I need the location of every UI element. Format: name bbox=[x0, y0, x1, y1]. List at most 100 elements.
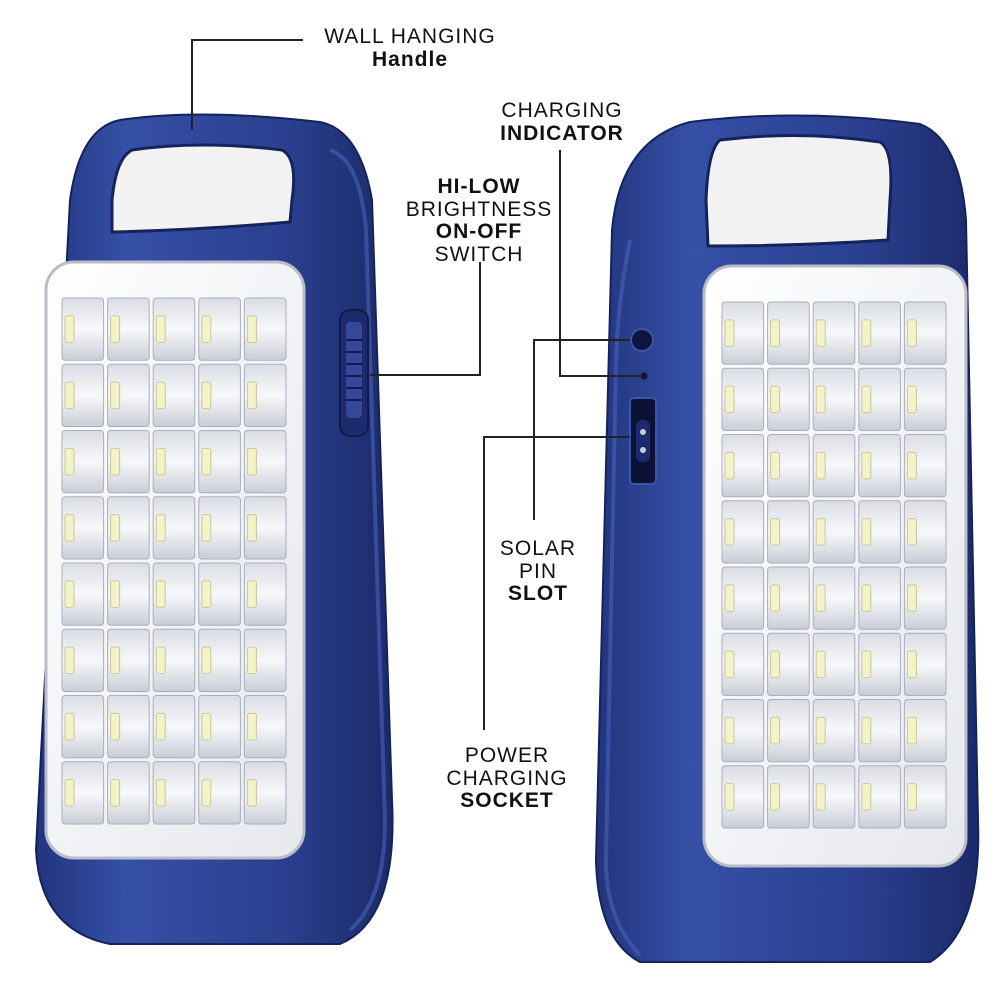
led-chip bbox=[861, 385, 872, 414]
led-chip bbox=[770, 650, 781, 679]
led-chip bbox=[110, 712, 121, 741]
led-cell bbox=[903, 566, 947, 630]
led-cell bbox=[903, 699, 947, 763]
label-line: SOLAR bbox=[499, 537, 577, 560]
led-cell bbox=[61, 297, 105, 361]
led-cell bbox=[858, 367, 901, 431]
led-chip bbox=[64, 381, 75, 410]
label-wall-hanging-handle: WALL HANGING Handle bbox=[300, 25, 520, 71]
led-cell bbox=[858, 301, 901, 365]
led-chip bbox=[246, 447, 257, 476]
label-line-bold: Handle bbox=[371, 47, 448, 71]
callout-line-handle bbox=[191, 39, 303, 130]
led-chip bbox=[246, 580, 257, 608]
led-chip bbox=[64, 514, 75, 542]
led-cell bbox=[767, 434, 810, 498]
lantern-front-view bbox=[34, 113, 394, 945]
led-chip bbox=[201, 580, 212, 608]
led-cell bbox=[107, 496, 150, 560]
led-chip bbox=[110, 580, 121, 608]
led-cell bbox=[767, 367, 810, 431]
led-chip bbox=[906, 650, 917, 679]
led-chip bbox=[110, 779, 121, 807]
led-chip bbox=[724, 650, 735, 679]
led-cell bbox=[721, 632, 765, 696]
label-line: CHARGING bbox=[501, 99, 623, 122]
led-chip bbox=[246, 514, 257, 542]
led-cell bbox=[198, 695, 241, 759]
led-cell bbox=[858, 632, 901, 696]
led-chip bbox=[724, 716, 735, 745]
led-cell bbox=[107, 297, 150, 361]
label-charging-indicator: CHARGING INDICATOR bbox=[482, 99, 642, 145]
led-chip bbox=[770, 584, 781, 612]
led-cell bbox=[152, 562, 196, 626]
label-line-bold: HI-LOW bbox=[437, 175, 521, 198]
led-cell bbox=[107, 695, 150, 759]
led-cell bbox=[812, 301, 856, 365]
led-cell bbox=[858, 500, 901, 564]
led-chip bbox=[815, 319, 826, 347]
led-cell bbox=[812, 500, 856, 564]
label-line-bold: INDICATOR bbox=[500, 121, 624, 145]
led-chip bbox=[246, 646, 257, 675]
label-line: BRIGHTNESS bbox=[405, 197, 553, 221]
led-chip bbox=[64, 580, 75, 608]
led-cell bbox=[61, 430, 105, 494]
label-line: PIN bbox=[518, 559, 557, 583]
led-chip bbox=[724, 783, 735, 811]
led-cell bbox=[107, 761, 150, 825]
led-chip bbox=[155, 447, 166, 476]
led-cell bbox=[767, 765, 810, 829]
led-cell bbox=[152, 628, 196, 692]
led-chip bbox=[64, 315, 75, 343]
led-cell bbox=[198, 363, 241, 427]
led-chip bbox=[64, 646, 75, 675]
led-chip bbox=[861, 451, 872, 480]
led-chip bbox=[155, 646, 166, 675]
led-chip bbox=[906, 716, 917, 745]
led-cell bbox=[152, 430, 196, 494]
led-cell bbox=[243, 496, 287, 560]
brightness-switch[interactable] bbox=[339, 309, 369, 437]
led-chip bbox=[861, 319, 872, 347]
led-chip bbox=[246, 779, 257, 807]
led-cell bbox=[721, 765, 765, 829]
led-chip bbox=[861, 783, 872, 811]
led-cell bbox=[812, 566, 856, 630]
led-chip bbox=[815, 385, 826, 414]
lantern-side-view bbox=[594, 114, 980, 963]
led-cell bbox=[812, 632, 856, 696]
led-chip bbox=[724, 584, 735, 612]
led-cell bbox=[903, 765, 947, 829]
led-chip bbox=[770, 518, 781, 546]
led-chip bbox=[110, 381, 121, 410]
led-chip bbox=[724, 518, 735, 546]
led-cell bbox=[243, 695, 287, 759]
led-cell bbox=[858, 434, 901, 498]
led-chip bbox=[246, 712, 257, 741]
led-chip bbox=[815, 650, 826, 679]
led-cell bbox=[198, 761, 241, 825]
led-chip bbox=[770, 783, 781, 811]
wall-hanging-handle bbox=[110, 143, 296, 234]
led-cell bbox=[721, 434, 765, 498]
label-brightness-switch: HI-LOW BRIGHTNESS ON-OFF SWITCH bbox=[394, 175, 564, 267]
led-chip bbox=[815, 451, 826, 480]
led-cell bbox=[767, 632, 810, 696]
led-cell bbox=[152, 496, 196, 560]
led-cell bbox=[721, 301, 765, 365]
label-line-bold: ON-OFF bbox=[435, 220, 523, 244]
led-cell bbox=[198, 297, 241, 361]
led-cell bbox=[198, 562, 241, 626]
led-chip bbox=[815, 584, 826, 612]
label-solar-pin-slot: SOLAR PIN SLOT bbox=[478, 537, 598, 606]
led-cell bbox=[767, 566, 810, 630]
led-cell bbox=[107, 363, 150, 427]
power-charging-socket[interactable] bbox=[629, 397, 657, 485]
led-cell bbox=[61, 562, 105, 626]
solar-pin-slot[interactable] bbox=[630, 328, 654, 352]
label-line: WALL HANGING bbox=[324, 25, 496, 48]
label-line-bold: SLOT bbox=[508, 582, 568, 606]
led-cell bbox=[152, 761, 196, 825]
